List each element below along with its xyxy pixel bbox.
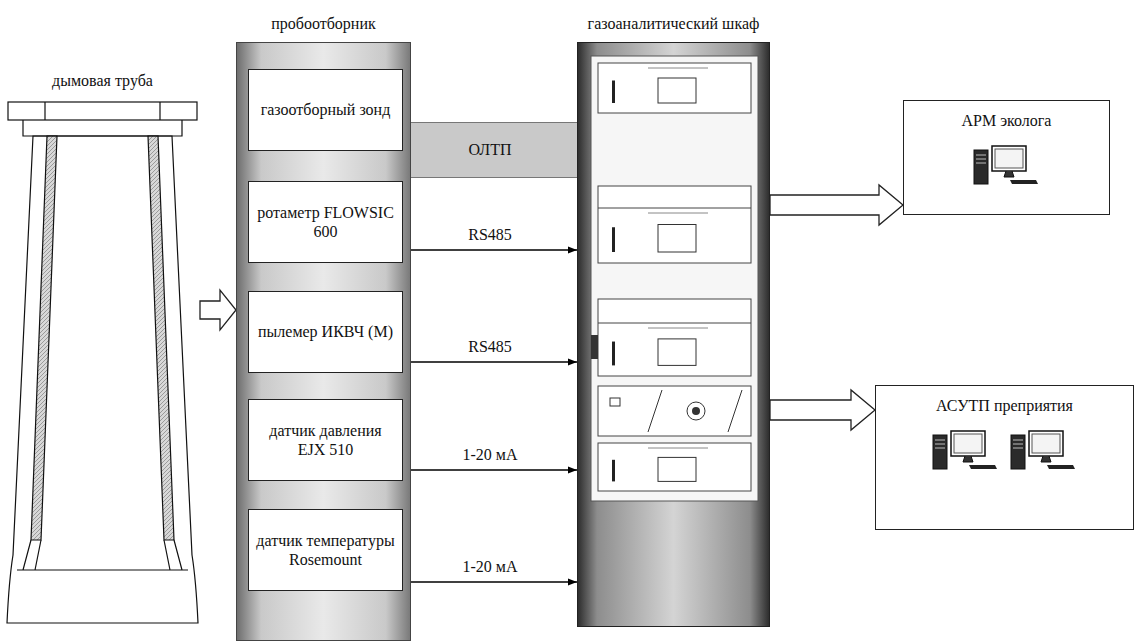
screen [1032,434,1060,453]
rack-unit [598,386,751,436]
rack-drawing [578,43,771,628]
group-heading: дымовая труба [52,71,153,90]
drive-slot [1013,448,1023,449]
node-label: датчик температуры Rosemount [255,531,396,569]
block-arrow [200,290,236,330]
device-box: датчик температуры Rosemount [248,509,403,591]
group-heading: газоаналитический шкаф [588,14,760,33]
node-label: газоотборный зонд [261,100,391,119]
connector-group [403,582,577,583]
monitor [992,146,1026,171]
drive-slot [976,155,986,156]
system-unit [1011,435,1025,469]
signal-name: RS485 [468,338,512,356]
connector-group [403,470,577,471]
system-unit [933,435,947,469]
chimney-illustration: дымовая труба [5,100,200,625]
signal-name: 1-20 мА [462,446,517,464]
monitor-stand [1004,171,1014,177]
chimney-cap [8,102,197,120]
group-heading: пробоотборник [271,14,376,33]
node-label: датчик давления EJX 510 [255,421,396,459]
signal-line [403,581,577,582]
rack-front [591,56,758,501]
keyboard [1047,465,1075,469]
chimney-liner [148,136,174,540]
device-box: газоотборный зонд [248,69,403,151]
monitor-stand [963,456,973,462]
device-box: ротаметр FLOWSIC 600 [248,181,403,263]
tube-outline [403,122,577,178]
sampler-panel: пробоотборникгазоотборный зондротаметр F… [236,42,411,641]
drive-slot [1013,440,1023,441]
monitor-stand [1041,456,1051,462]
drive-slot [976,159,986,160]
block-arrow [770,185,903,225]
node-label: пылемер ИКВЧ (М) [258,322,393,341]
rack-unit [598,186,751,263]
signal-line [403,469,577,470]
workstation-box: АРМ эколога [903,100,1110,215]
screen [954,434,982,453]
block-arrow [770,390,875,430]
drive-slot [935,444,945,445]
chimney-liner [31,136,57,540]
drive-slot [935,448,945,449]
monitor [1029,431,1063,456]
analyzer-cabinet: газоаналитический шкаф [577,42,770,627]
keyboard [969,465,997,469]
rack-unit [598,443,751,491]
signal-line [403,249,577,250]
heated-sample-line [402,123,578,177]
connector-group [403,250,577,251]
chimney-drawing [5,100,200,625]
drive-slot [1013,444,1023,445]
connector-group [770,390,875,430]
computer-icon [927,425,1083,475]
drive-slot [935,440,945,441]
screen [995,149,1023,168]
signal-line [403,361,577,362]
chimney-shell [7,136,198,623]
node-label: ротаметр FLOWSIC 600 [255,203,396,241]
system-unit [974,150,988,184]
node-label: АРМ эколога [962,111,1052,130]
device-box: датчик давления EJX 510 [248,399,403,481]
monitor [951,431,985,456]
keyboard [1010,180,1038,184]
computer-icon [968,140,1046,190]
chimney-base-line [17,540,188,570]
device-box: пылемер ИКВЧ (М) [248,291,403,373]
connector-group [200,290,236,330]
rack-unit [598,63,751,113]
chimney-cap [23,102,182,136]
signal-name: 1-20 мА [462,558,517,576]
node-label: АСУТП преприятия [936,396,1073,415]
connector-group [770,185,903,225]
rack-unit [591,299,751,376]
connector-group [403,362,577,363]
line-name: ОЛТП [469,141,512,159]
workstation-box: АСУТП преприятия [875,385,1134,530]
drive-slot [976,163,986,164]
signal-name: RS485 [468,226,512,244]
